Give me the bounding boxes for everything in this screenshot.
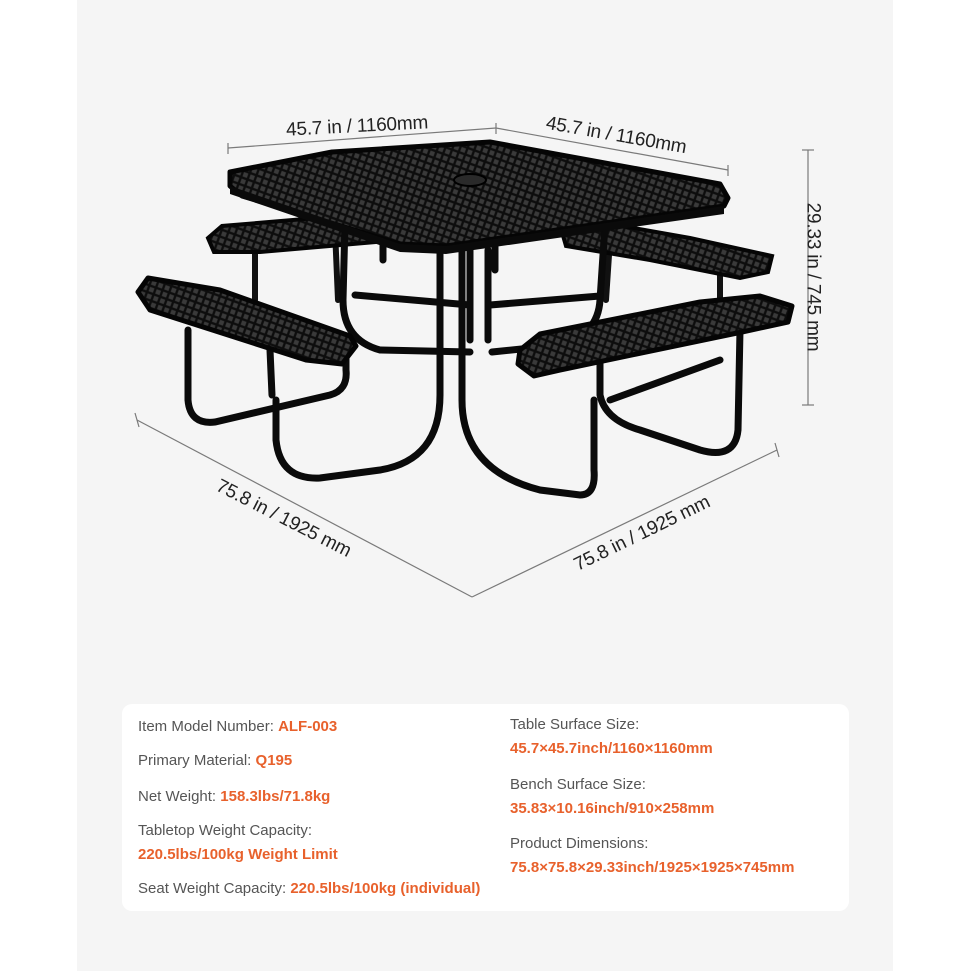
- table-frame: [272, 218, 609, 499]
- front-right-bench: [515, 293, 795, 456]
- spec-net-weight: Net Weight: 158.3lbs/71.8kg: [138, 788, 331, 805]
- spec-material: Primary Material: Q195: [138, 752, 293, 769]
- spec-model: Item Model Number: ALF-003: [138, 718, 338, 735]
- spec-tabletop-capacity: Tabletop Weight Capacity: 220.5lbs/100kg…: [138, 822, 338, 863]
- spec-product-dimensions: Product Dimensions: 75.8×75.8×29.33inch/…: [510, 835, 795, 876]
- spec-seat-capacity: Seat Weight Capacity: 220.5lbs/100kg (in…: [138, 880, 481, 897]
- spec-bench-surface: Bench Surface Size: 35.83×10.16inch/910×…: [510, 776, 715, 817]
- table-illustration: [134, 123, 814, 598]
- spec-card: Item Model Number: ALF-003 Primary Mater…: [122, 704, 849, 911]
- spec-table-surface: Table Surface Size: 45.7×45.7inch/1160×1…: [510, 716, 713, 757]
- front-left-bench: [135, 275, 359, 426]
- dimension-lines: [134, 123, 814, 598]
- dimension-height: 29.33 in / 745 mm: [802, 202, 824, 352]
- table-top: [227, 139, 731, 254]
